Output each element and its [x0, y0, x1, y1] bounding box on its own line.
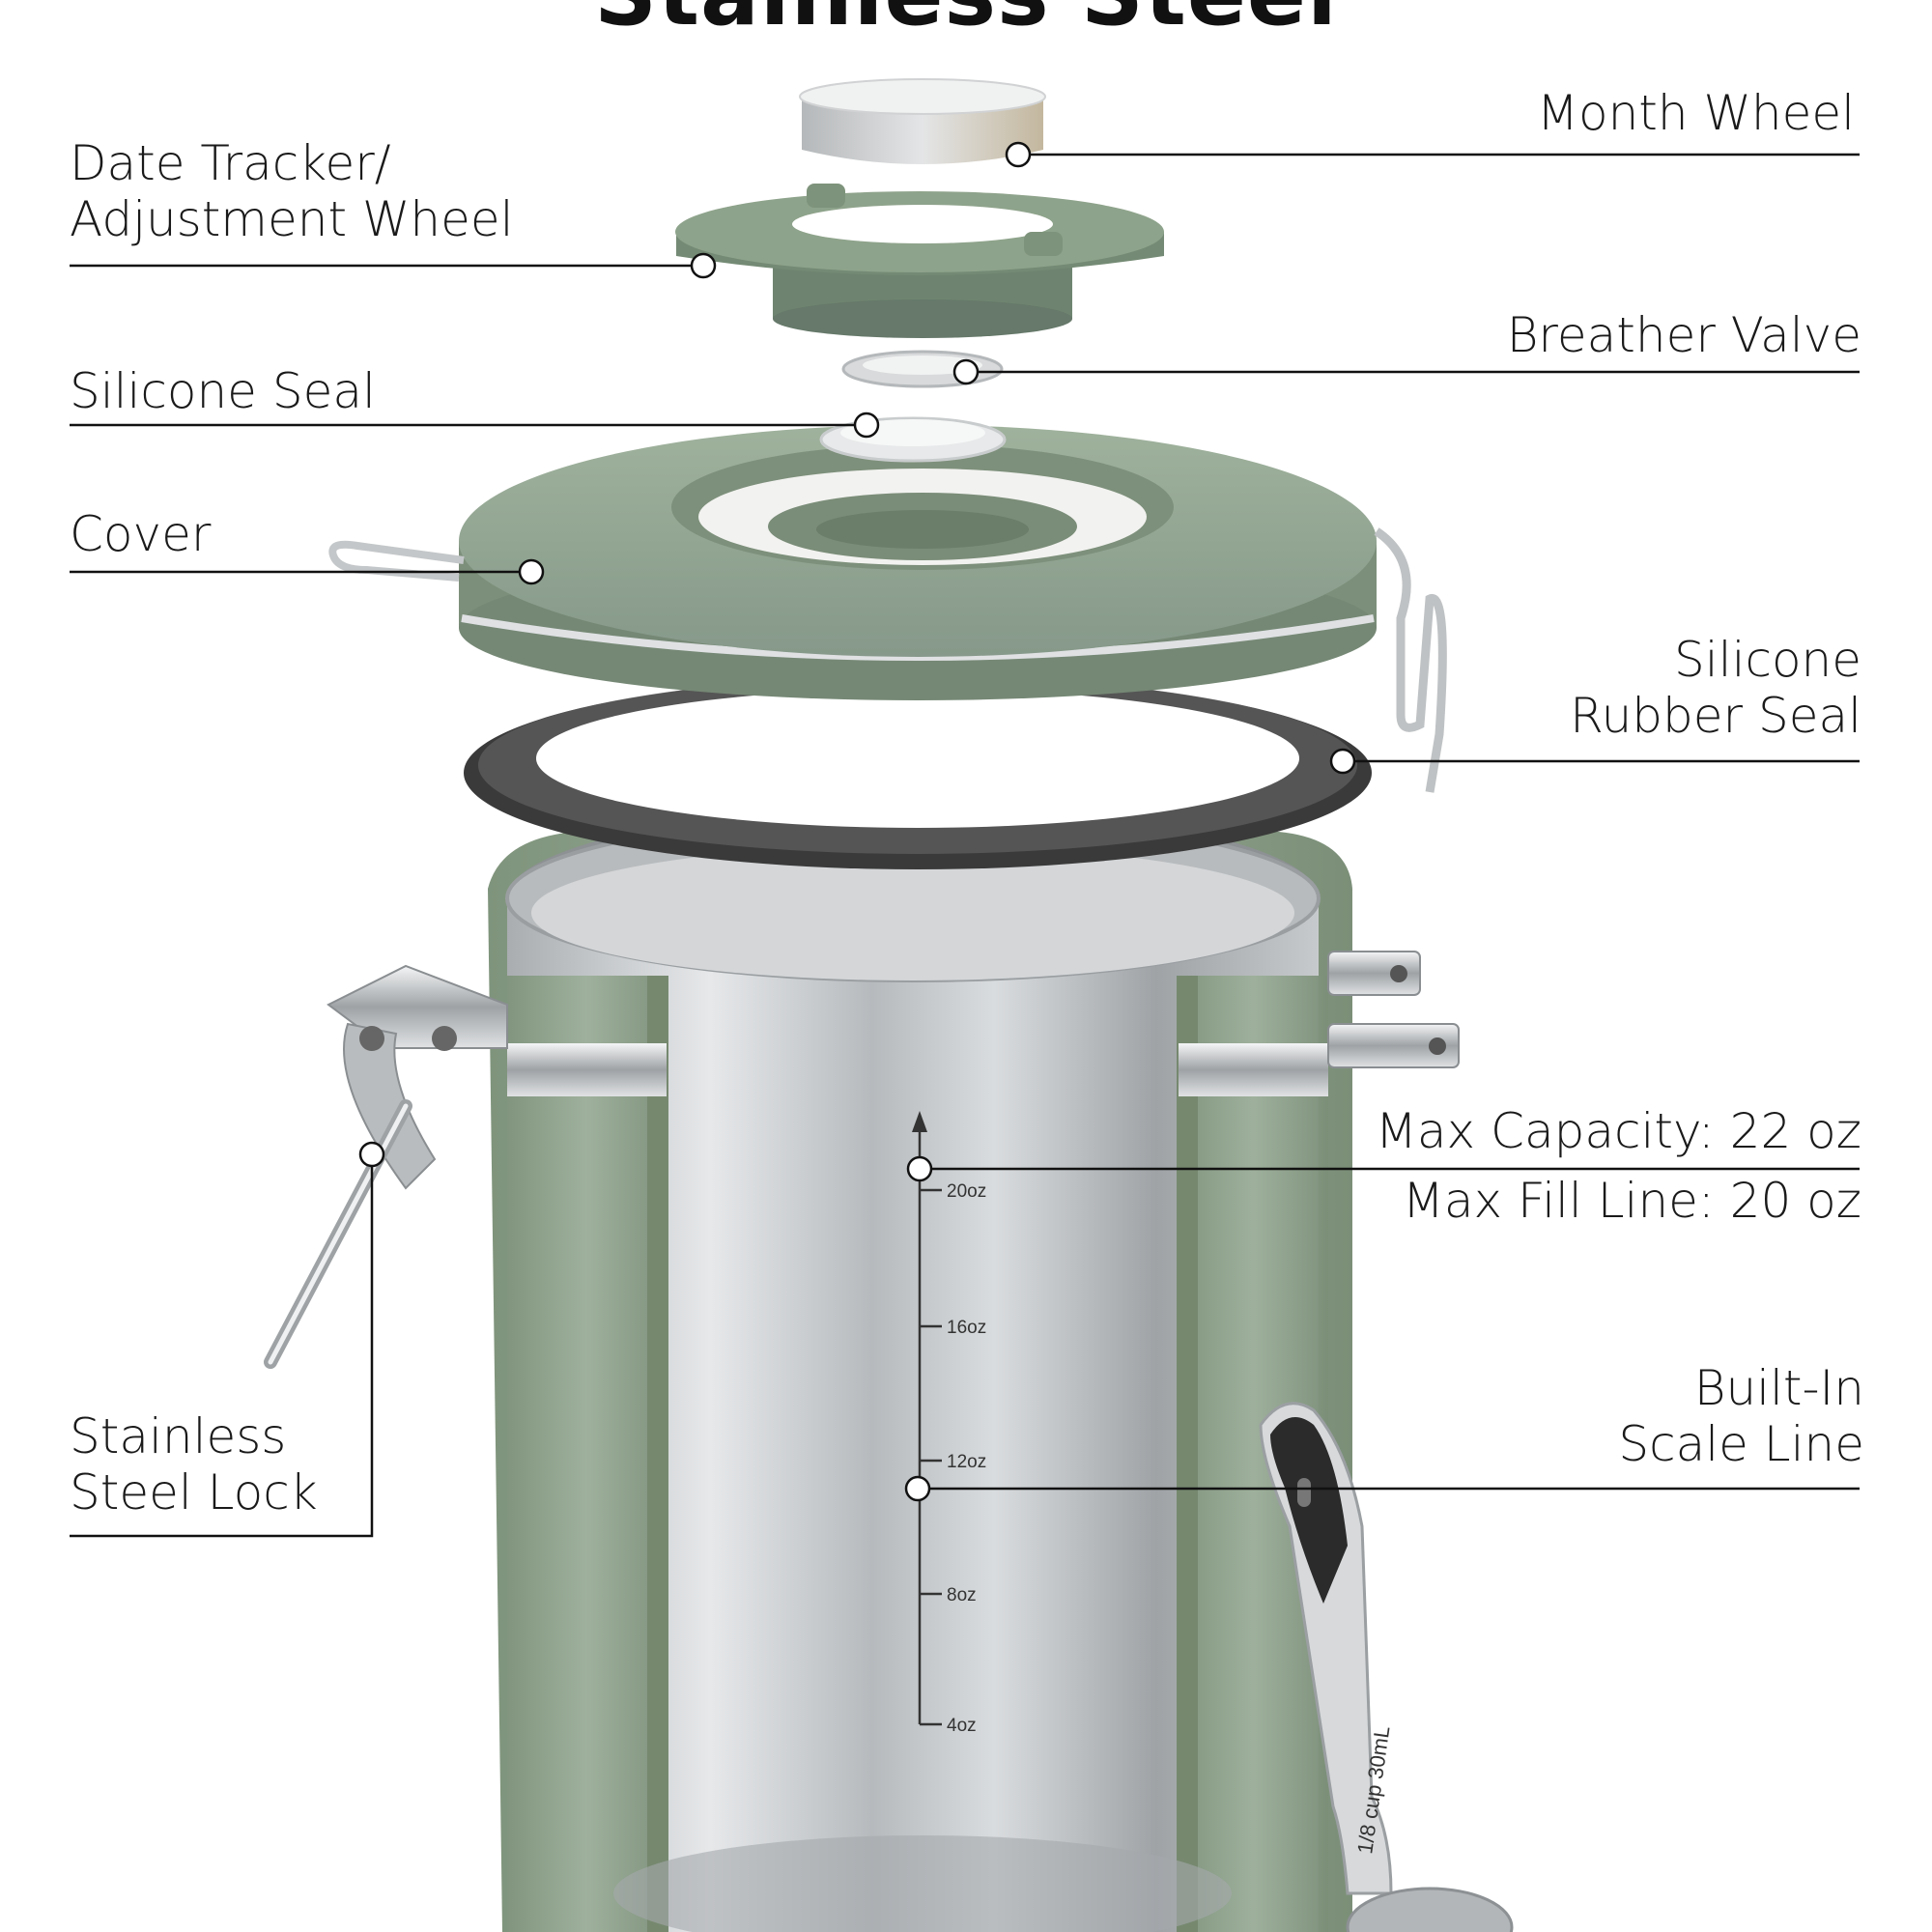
callout-built-in-scale: Built-In Scale Line — [1618, 1360, 1864, 1472]
canister-body — [488, 807, 1352, 1932]
callout-max-capacity: Max Capacity: 22 oz — [1376, 1103, 1861, 1159]
callout-date-tracker-line1: Date Tracker/ — [70, 135, 391, 191]
callout-steel-lock: Stainless Steel Lock — [70, 1408, 318, 1520]
scale-tick-label: 4oz — [947, 1716, 977, 1736]
scale-tick-label: 8oz — [947, 1585, 977, 1605]
measuring-scoop-icon: 1/8 cup 30mL — [1259, 1402, 1514, 1932]
callout-silicone-seal: Silicone Seal — [70, 363, 376, 419]
callout-max-fill-line: Max Fill Line: 20 oz — [1403, 1173, 1861, 1229]
callout-cover-label: Cover — [70, 506, 212, 562]
lock-clasp-icon — [264, 964, 508, 1369]
callout-silicone-seal-label: Silicone Seal — [70, 363, 376, 419]
callout-date-tracker: Date Tracker/ Adjustment Wheel — [70, 135, 514, 247]
callout-rubber-seal-line2: Rubber Seal — [1570, 688, 1861, 744]
gasket-ring — [464, 676, 1372, 869]
callout-built-in-scale-line1: Built-In — [1693, 1360, 1864, 1416]
callout-breather-valve: Breather Valve — [1507, 307, 1861, 363]
callout-month-wheel: Month Wheel — [1537, 85, 1855, 141]
callout-steel-lock-line1: Stainless — [70, 1408, 287, 1464]
callout-max-fill-line-label: Max Fill Line: 20 oz — [1402, 1173, 1861, 1229]
callout-rubber-seal: Silicone Rubber Seal — [1570, 632, 1861, 744]
scale-tick-label: 20oz — [947, 1181, 986, 1202]
scale-tick-label: 16oz — [947, 1318, 986, 1338]
callout-breather-valve-label: Breather Valve — [1506, 307, 1861, 363]
leader-lock — [70, 1154, 374, 1538]
hinge-icon — [1327, 951, 1460, 1068]
callout-steel-lock-line2: Steel Lock — [70, 1464, 318, 1520]
callout-built-in-scale-line2: Scale Line — [1618, 1416, 1864, 1472]
leader-lines — [70, 141, 1860, 1538]
callout-cover: Cover — [70, 506, 211, 562]
month-wheel-cap — [799, 78, 1046, 164]
callout-date-tracker-line2: Adjustment Wheel — [70, 191, 514, 247]
date-tracker-wheel — [675, 184, 1164, 338]
page-title: Stainless Steel — [0, 0, 1932, 45]
scale-tick-label: 12oz — [947, 1452, 986, 1472]
callout-max-capacity-label: Max Capacity: 22 oz — [1375, 1103, 1861, 1159]
lid-cover — [328, 425, 1447, 793]
callout-month-wheel-label: Month Wheel — [1536, 85, 1855, 141]
scale-line: 20oz 16oz 12oz 8oz 4oz — [912, 1111, 986, 1736]
callout-rubber-seal-line1: Silicone — [1674, 632, 1861, 688]
